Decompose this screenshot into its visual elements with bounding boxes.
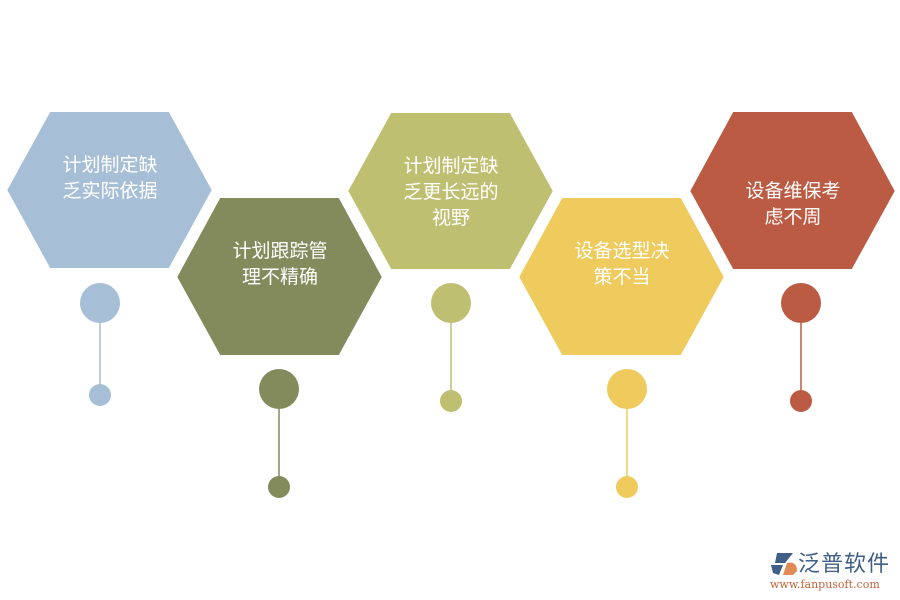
connector-2 (259, 369, 299, 498)
label-line: 设备维保考 (745, 180, 841, 202)
label-line: 计划跟踪管 (232, 240, 328, 262)
hexagon-3 (343, 109, 558, 273)
logo-url-text: www.fanpusoft.com (770, 578, 880, 591)
label-line: 乏实际依据 (62, 180, 158, 202)
label-line: 设备选型决 (574, 240, 670, 262)
connector-3 (431, 283, 471, 412)
label-line: 视野 (431, 207, 470, 229)
hexagon-1-label: 计划制定缺 乏实际依据 (35, 152, 185, 204)
label-line: 理不精确 (241, 266, 318, 288)
logo-brand-text: 泛普软件 (798, 552, 891, 577)
hexagon-3-label: 计划制定缺 乏更长远的 视野 (376, 153, 526, 231)
connector-5 (781, 283, 821, 412)
label-line: 计划制定缺 (403, 155, 499, 177)
label-line: 虑不周 (764, 206, 822, 228)
hexagon-4 (514, 194, 729, 359)
connector-1 (80, 283, 120, 406)
label-line: 策不当 (593, 266, 651, 288)
fanpu-logo-icon (771, 553, 797, 575)
label-line: 乏更长远的 (403, 181, 499, 203)
hexagon-2 (172, 194, 387, 359)
hexagon-2-label: 计划跟踪管 理不精确 (205, 238, 355, 290)
hexagon-5 (685, 108, 900, 273)
hexagon-5-label: 设备维保考 虑不周 (718, 178, 868, 230)
fanpu-logo: 泛普软件 www.fanpusoft.com (768, 551, 898, 595)
hexagon-1 (2, 108, 217, 272)
hexagon-4-label: 设备选型决 策不当 (547, 238, 697, 290)
label-line: 计划制定缺 (62, 154, 158, 176)
connector-4 (607, 369, 647, 498)
